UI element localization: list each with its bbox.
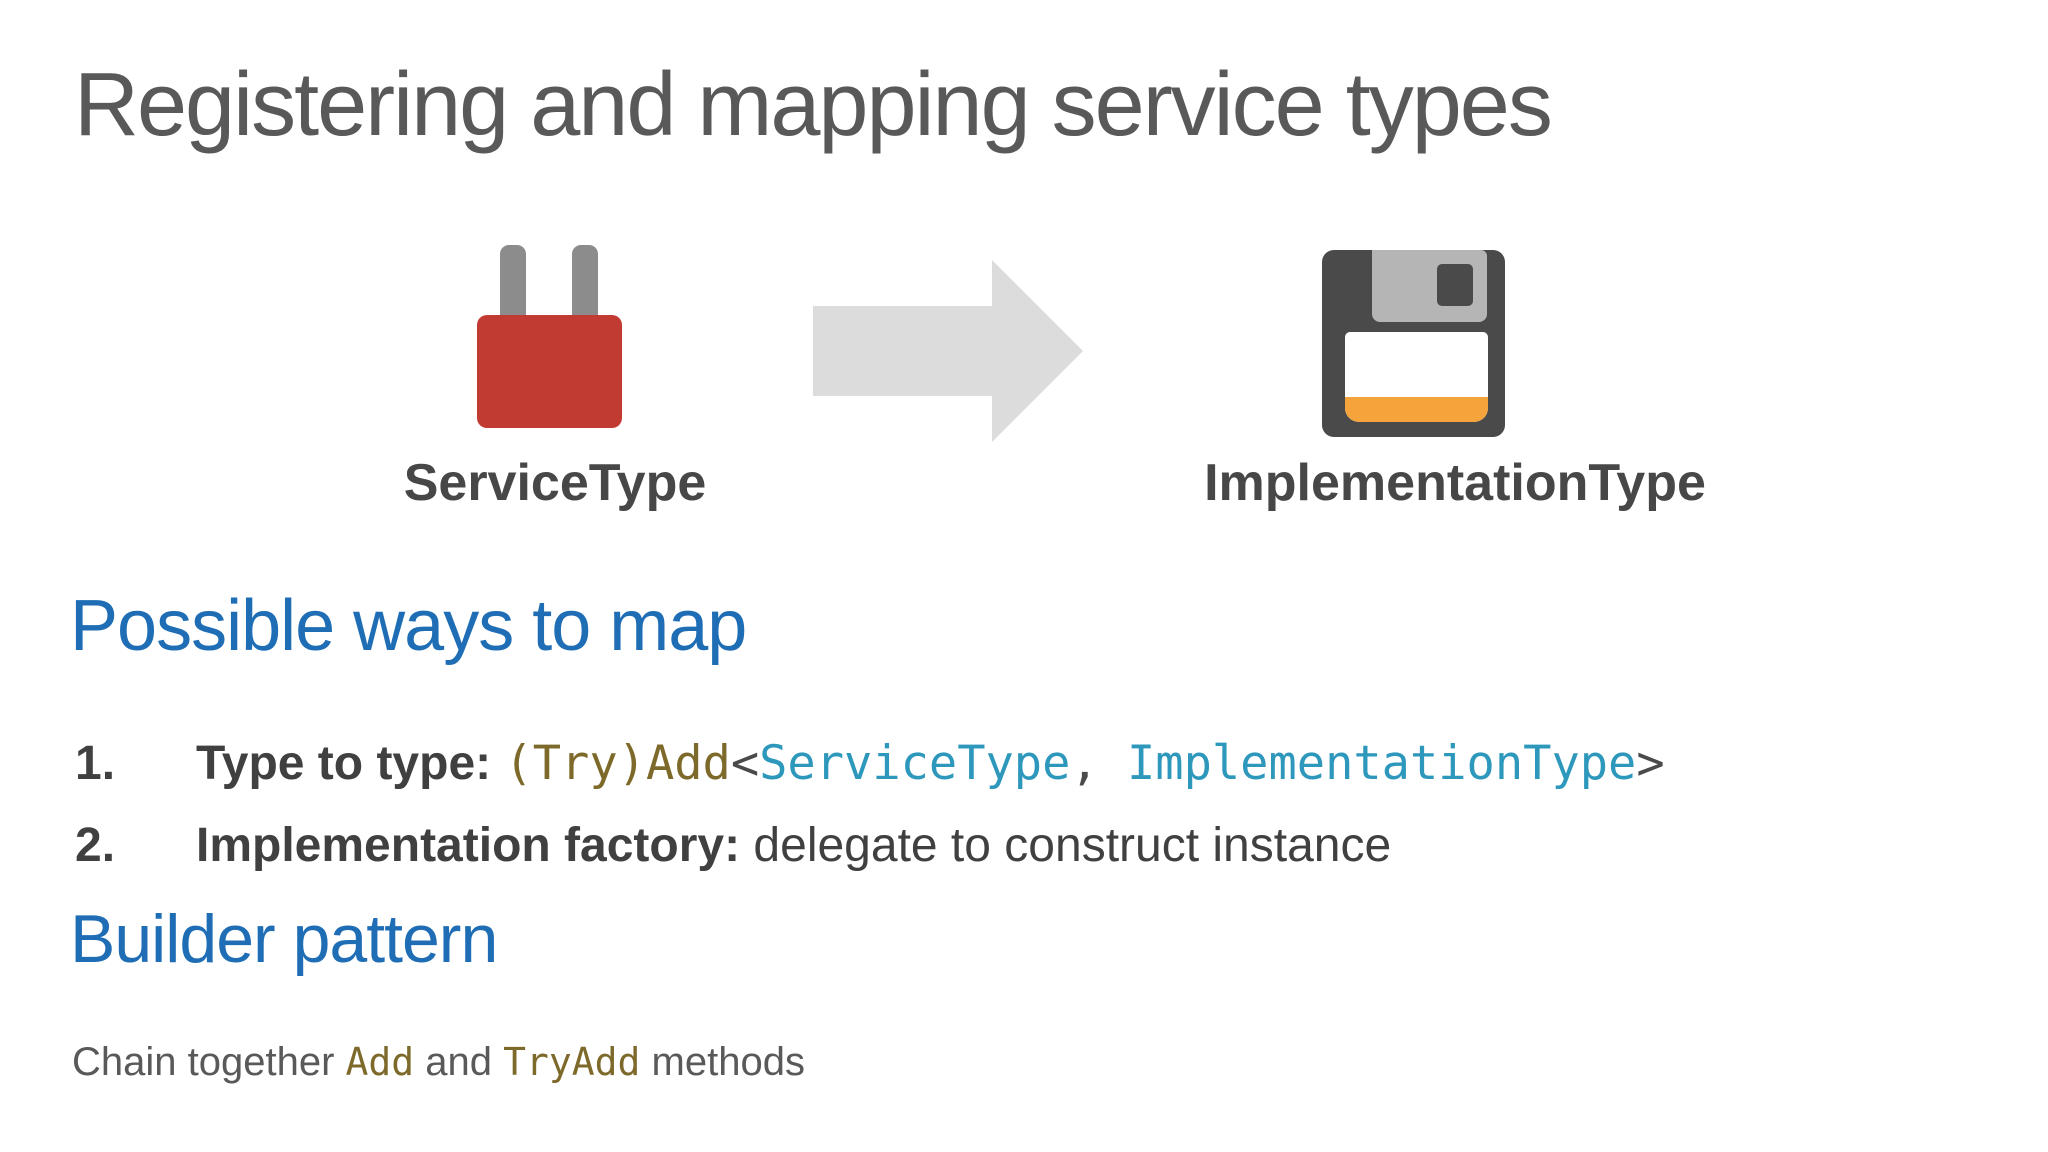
floppy-disk-icon xyxy=(1322,250,1505,437)
subtext-plain-3: methods xyxy=(640,1040,805,1084)
code-add: Add xyxy=(345,1040,415,1084)
code-close-bracket: > xyxy=(1636,736,1665,791)
plug-prong-right xyxy=(572,245,598,327)
page-title: Registering and mapping service types xyxy=(74,55,1553,155)
floppy-label xyxy=(1345,332,1488,422)
code-try-add: (Try)Add xyxy=(504,736,731,791)
plug-body xyxy=(477,315,622,428)
implementation-factory-label: Implementation factory: xyxy=(196,819,754,872)
code-snippet: (Try)Add<ServiceType, ImplementationType… xyxy=(504,736,1664,791)
builder-pattern-heading: Builder pattern xyxy=(70,901,498,977)
plug-prong-left xyxy=(500,245,526,327)
possible-ways-heading: Possible ways to map xyxy=(70,586,747,666)
list-number: 2. xyxy=(75,819,116,872)
implementation-type-label: ImplementationType xyxy=(1204,454,1706,512)
code-service-type: ServiceType xyxy=(759,736,1071,791)
implementation-factory-description: delegate to construct instance xyxy=(753,819,1392,872)
subtext-plain-2: and xyxy=(414,1040,504,1084)
list-number: 1. xyxy=(75,737,116,790)
code-try-add: TryAdd xyxy=(503,1040,641,1084)
floppy-shutter-hole xyxy=(1437,264,1473,306)
list-item-content: Implementation factory: delegate to cons… xyxy=(196,818,1391,873)
list-item-implementation-factory: 2. Implementation factory: delegate to c… xyxy=(75,818,1391,873)
code-open-bracket: < xyxy=(730,736,760,791)
builder-subtext: Chain together Add and TryAdd methods xyxy=(72,1038,805,1086)
floppy-label-stripe xyxy=(1345,397,1488,422)
code-comma: , xyxy=(1070,736,1099,791)
service-type-label: ServiceType xyxy=(403,454,707,512)
list-item-content: Type to type: (Try)Add<ServiceType, Impl… xyxy=(196,736,1665,791)
subtext-plain-1: Chain together xyxy=(72,1040,346,1084)
type-to-type-label: Type to type: xyxy=(196,737,505,790)
plug-icon xyxy=(477,245,622,428)
list-item-type-to-type: 1. Type to type: (Try)Add<ServiceType, I… xyxy=(75,736,1665,791)
arrow-right-icon xyxy=(813,260,1083,442)
code-implementation-type: ImplementationType xyxy=(1098,736,1637,791)
